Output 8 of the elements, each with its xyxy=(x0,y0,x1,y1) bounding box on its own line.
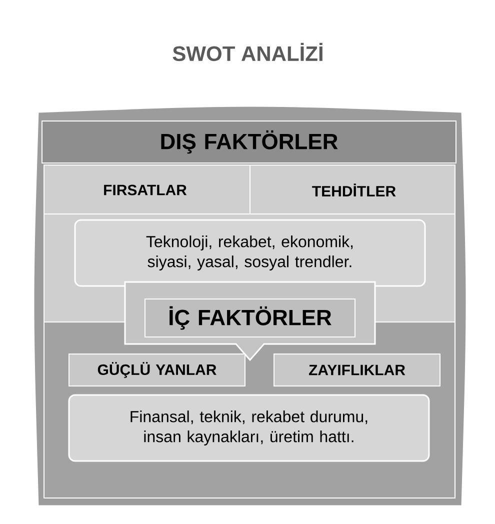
title: SWOT ANALİZİ xyxy=(172,42,322,62)
category-label: GÜÇLÜ YANLAR xyxy=(68,354,246,386)
text-box: Teknoloji, rekabet, ekonomik, siyasi, yasal, sosyal trendler. xyxy=(74,219,426,287)
category-cell: FIRSATLAR xyxy=(104,184,187,196)
text-box: Finansal, teknik, rekabet durumu, insan kaynakları, üretim hattı. xyxy=(68,394,430,462)
category-cell: TEHDİTLER xyxy=(312,184,396,196)
header-band: DIŞ FAKTÖRLER xyxy=(42,120,456,164)
category-label: ZAYIFLIKLAR xyxy=(274,354,440,386)
